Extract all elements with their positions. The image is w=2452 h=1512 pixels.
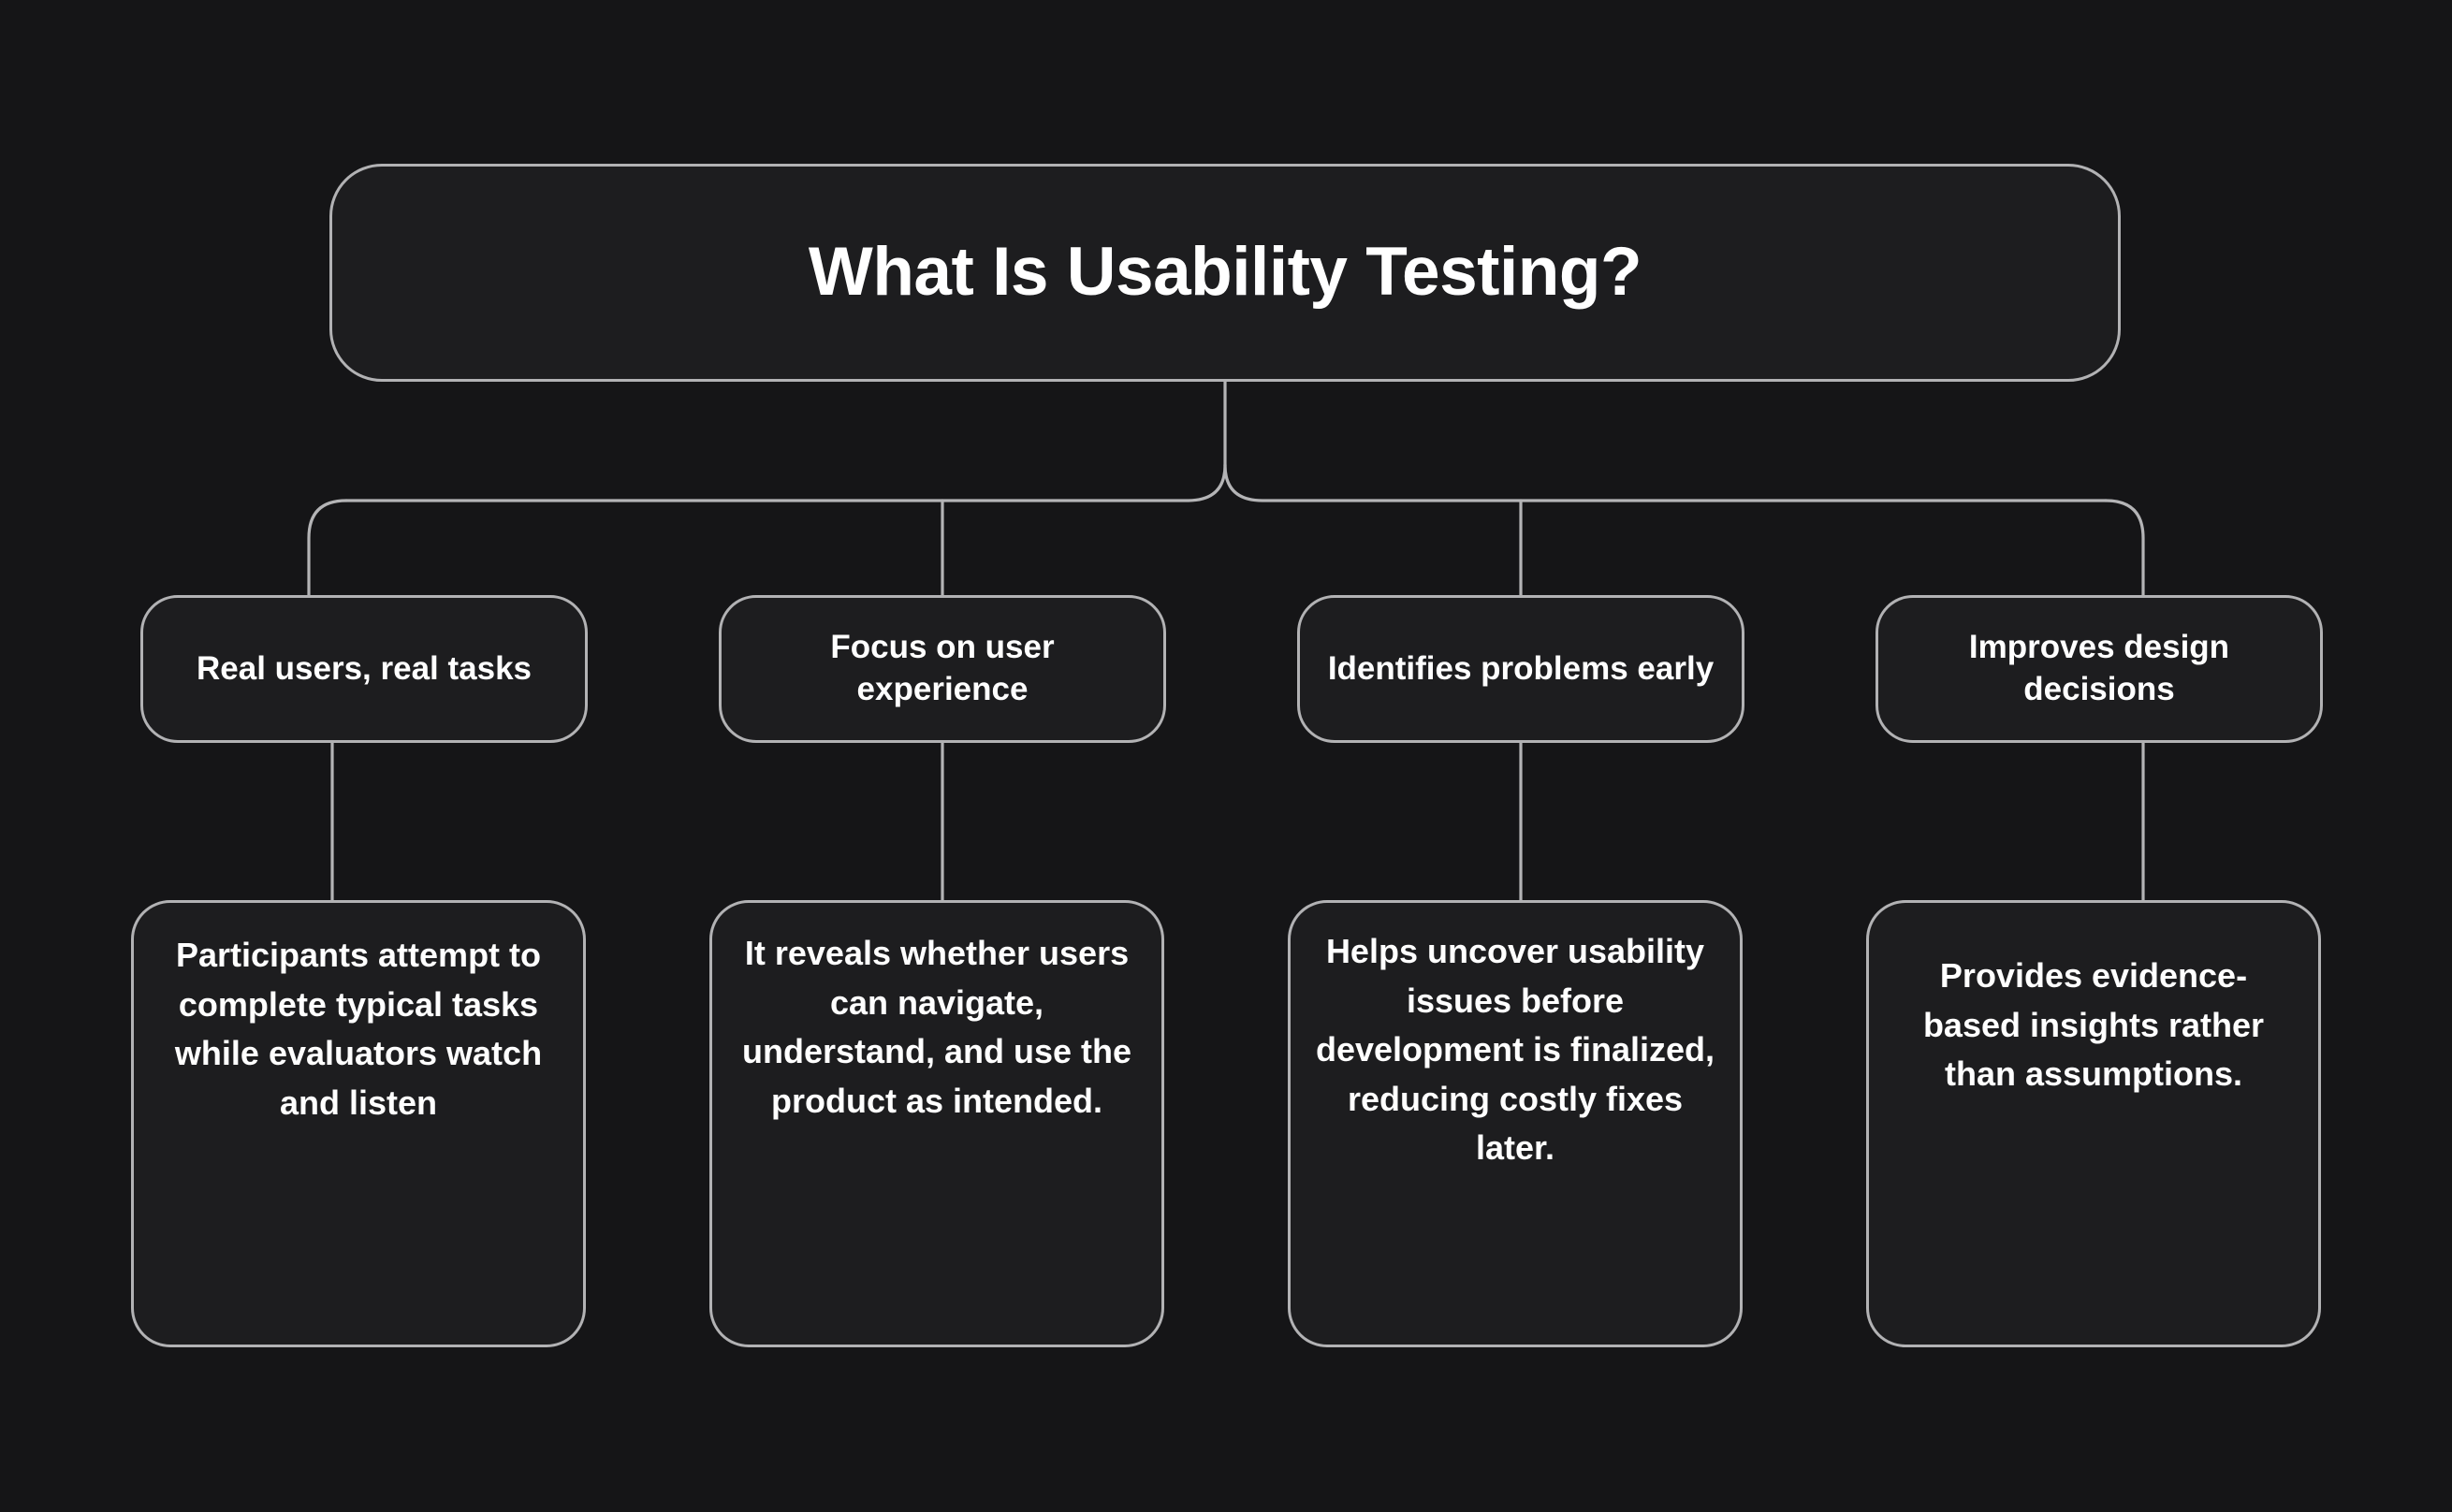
branch-node-label: Real users, real tasks [196, 649, 532, 687]
detail-node-identifies-problems-early[interactable]: Helps uncover usability issues before de… [1288, 900, 1743, 1347]
branch-node-label: Improves design decisions [1968, 629, 2230, 707]
branch-node-label: Focus on user experience [830, 629, 1055, 707]
detail-node-real-users-real-tasks[interactable]: Participants attempt to complete typical… [131, 900, 586, 1347]
detail-node-text: Provides evidence-based insights rather … [1922, 956, 2265, 1094]
detail-node-improves-design-decisions[interactable]: Provides evidence-based insights rather … [1866, 900, 2321, 1347]
detail-node-text: Participants attempt to complete typical… [174, 936, 543, 1122]
connector-bus-left [344, 463, 1227, 502]
branch-node-label: Identifies problems early [1327, 649, 1715, 687]
branch-node-identifies-problems-early[interactable]: Identifies problems early [1297, 595, 1744, 743]
connector-bus-right [1223, 463, 2108, 502]
connector-bus-end-left [307, 499, 348, 597]
branch-node-real-users-real-tasks[interactable]: Real users, real tasks [140, 595, 588, 743]
detail-node-text: Helps uncover usability issues before de… [1315, 932, 1715, 1168]
root-node-label: What Is Usability Testing? [808, 234, 1642, 311]
detail-node-text: It reveals whether users can navigate, u… [741, 934, 1132, 1120]
root-node[interactable]: What Is Usability Testing? [329, 164, 2121, 382]
detail-node-focus-on-user-experience[interactable]: It reveals whether users can navigate, u… [709, 900, 1164, 1347]
branch-node-improves-design-decisions[interactable]: Improves design decisions [1875, 595, 2323, 743]
branch-node-focus-on-user-experience[interactable]: Focus on user experience [719, 595, 1166, 743]
connector-bus-end-right [2104, 499, 2145, 597]
